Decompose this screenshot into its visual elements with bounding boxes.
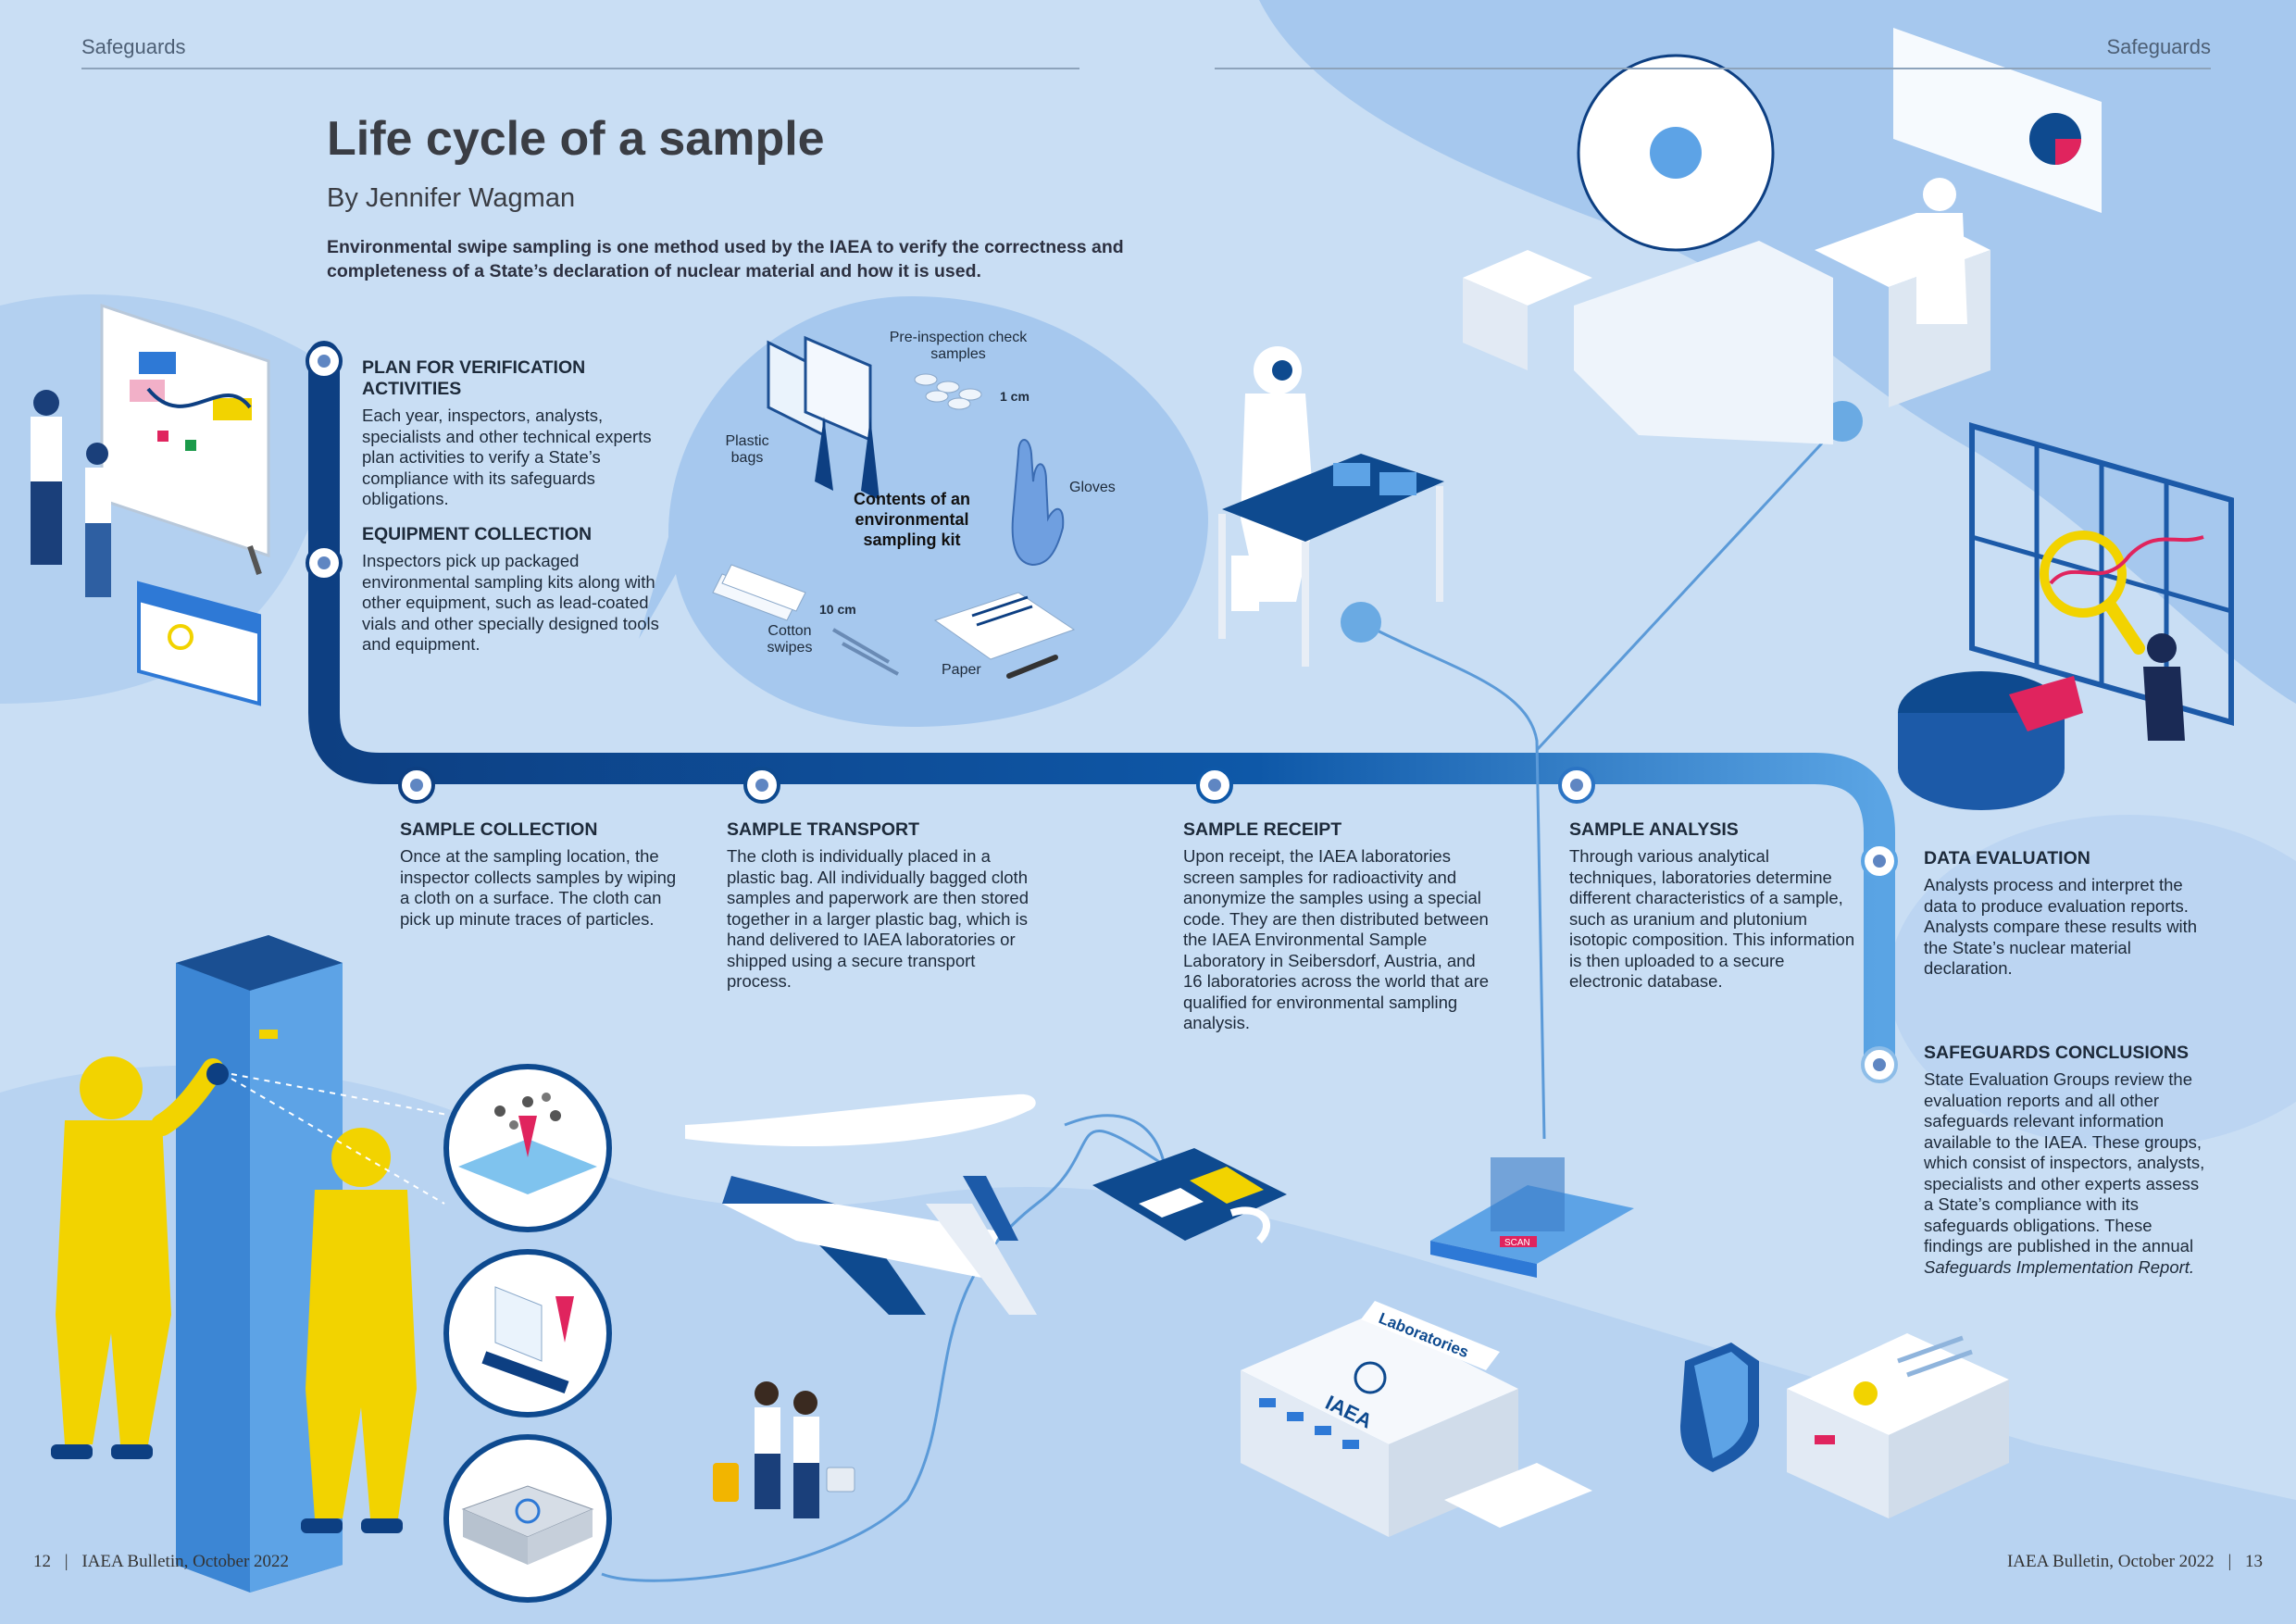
footer-separator-right: | — [2227, 1552, 2232, 1571]
connector-line-transport — [601, 1130, 1167, 1582]
planners-icon — [31, 390, 111, 597]
microscope-pattern-icon — [1577, 54, 1775, 252]
report-document-icon — [1787, 1333, 2009, 1518]
scan-tablet-icon: SCAN — [1430, 1157, 1634, 1278]
kit-label-plastic-bags: Plastic bags — [725, 433, 769, 466]
shield-icon — [1680, 1343, 1759, 1472]
process-path — [308, 341, 1895, 1081]
step-equipment-title: EQUIPMENT COLLECTION — [362, 524, 593, 544]
step-receipt-text: Upon receipt, the IAEA laboratories scre… — [1183, 846, 1490, 1032]
path-node-evaluation — [1861, 843, 1898, 880]
section-header-left: Safeguards — [81, 35, 186, 58]
path-node-transport — [743, 767, 780, 804]
step-transport-title: SAMPLE TRANSPORT — [727, 819, 920, 840]
analyst-magnifier-icon — [2040, 531, 2204, 741]
paper-icon — [933, 592, 1076, 679]
step-conclusions-text: State Evaluation Groups review the evalu… — [1924, 1069, 2206, 1278]
step-analysis-text: Through various analytical techniques, l… — [1569, 846, 1855, 991]
article-title: Life cycle of a sample — [327, 112, 825, 166]
path-node-analysis — [1558, 767, 1595, 804]
step-conclusions-body: State Evaluation Groups review the evalu… — [1924, 1069, 2205, 1255]
laboratory-building-icon: IAEA Laboratories — [1241, 1301, 1592, 1537]
cotton-swipes-icon — [712, 564, 899, 676]
step-plan-text: Each year, inspectors, analysts, special… — [362, 406, 652, 508]
step-analysis: SAMPLE ANALYSIS Through various analytic… — [1569, 819, 1861, 993]
step-evaluation: DATA EVALUATION Analysts process and int… — [1924, 848, 2202, 980]
kit-label-1cm: 1 cm — [1000, 389, 1029, 404]
bg-blob-right-mid — [1889, 815, 2296, 1148]
connector-line-qr — [1064, 1114, 1168, 1177]
step-plan: PLAN FOR VERIFICATION ACTIVITIES Each ye… — [362, 357, 686, 510]
step-evaluation-title: DATA EVALUATION — [1924, 848, 2090, 868]
scan-label: SCAN — [1504, 1238, 1530, 1248]
step-receipt: SAMPLE RECEIPT Upon receipt, the IAEA la… — [1183, 819, 1498, 1034]
travelers-icon — [713, 1381, 855, 1518]
step-equipment: EQUIPMENT COLLECTION Inspectors pick up … — [362, 524, 686, 656]
connector-line-analysis — [1535, 419, 1844, 752]
gloves-icon — [1011, 439, 1065, 567]
pie-chart-icon — [1898, 671, 2083, 810]
step-receipt-title: SAMPLE RECEIPT — [1183, 819, 1342, 840]
lab-bench-icon — [1218, 454, 1444, 667]
publication-right: IAEA Bulletin, October 2022 — [2006, 1552, 2215, 1571]
connector-dot-lab — [1341, 602, 1381, 643]
inspectors-icon — [51, 1056, 417, 1533]
header-rule-left — [81, 68, 1079, 69]
path-node-receipt — [1196, 767, 1233, 804]
header-rule-right — [1215, 68, 2211, 69]
step-evaluation-text: Analysts process and interpret the data … — [1924, 875, 2198, 978]
step-collection: SAMPLE COLLECTION Once at the sampling l… — [400, 819, 678, 930]
qr-code-icon — [1092, 1148, 1287, 1243]
footer-right: IAEA Bulletin, October 2022 | 13 — [2007, 1552, 2263, 1572]
kit-label-cotton-swipes: Cotton swipes — [767, 623, 813, 656]
planning-board-icon — [100, 303, 270, 575]
lab-equipment-icon — [1463, 178, 1990, 444]
page-number-left: 12 — [33, 1552, 51, 1571]
step-transport: SAMPLE TRANSPORT The cloth is individual… — [727, 819, 1032, 993]
article-byline: By Jennifer Wagman — [327, 183, 576, 213]
check-samples-icon — [914, 373, 982, 410]
step-analysis-title: SAMPLE ANALYSIS — [1569, 819, 1739, 840]
kit-label-gloves: Gloves — [1069, 480, 1116, 495]
plastic-bags-icon — [767, 335, 880, 500]
step-plan-title: PLAN FOR VERIFICATION ACTIVITIES — [362, 357, 586, 399]
pillar-icon — [176, 935, 343, 1593]
step-collection-title: SAMPLE COLLECTION — [400, 819, 598, 840]
kit-label-paper: Paper — [942, 662, 981, 678]
publication-left: IAEA Bulletin, October 2022 — [81, 1552, 290, 1571]
path-node-conclusions — [1861, 1046, 1898, 1083]
kit-label-10cm: 10 cm — [819, 602, 856, 617]
step-conclusions: SAFEGUARDS CONCLUSIONS State Evaluation … — [1924, 1043, 2206, 1278]
path-node-plan — [306, 343, 343, 380]
kit-case-detail-icon — [443, 1434, 612, 1603]
footer-separator-left: | — [64, 1552, 69, 1571]
bagging-detail-icon — [443, 1249, 612, 1418]
step-transport-text: The cloth is individually placed in a pl… — [727, 846, 1029, 991]
step-equipment-text: Inspectors pick up packaged environmenta… — [362, 551, 659, 654]
kit-label-pre-inspection: Pre-inspection check samples — [889, 330, 1028, 362]
zoom-lines — [231, 1073, 478, 1205]
section-header-right: Safeguards — [2106, 35, 2211, 58]
step-conclusions-report-name: Safeguards Implementation Report. — [1924, 1256, 2195, 1277]
step-collection-text: Once at the sampling location, the inspe… — [400, 846, 677, 929]
data-screen-icon — [1893, 28, 2102, 213]
article-intro: Environmental swipe sampling is one meth… — [327, 237, 1124, 281]
calendar-icon — [137, 581, 261, 706]
connector-line-lab — [1360, 620, 1546, 1140]
path-node-equipment — [306, 544, 343, 581]
airplane-icon — [685, 1093, 1037, 1315]
path-node-collection — [398, 767, 435, 804]
step-conclusions-title: SAFEGUARDS CONCLUSIONS — [1924, 1043, 2190, 1063]
page-number-right: 13 — [2245, 1552, 2263, 1571]
particle-detail-icon — [443, 1064, 612, 1232]
footer-left: 12 | IAEA Bulletin, October 2022 — [33, 1552, 289, 1572]
kit-title: Contents of an environmental sampling ki… — [854, 490, 970, 549]
